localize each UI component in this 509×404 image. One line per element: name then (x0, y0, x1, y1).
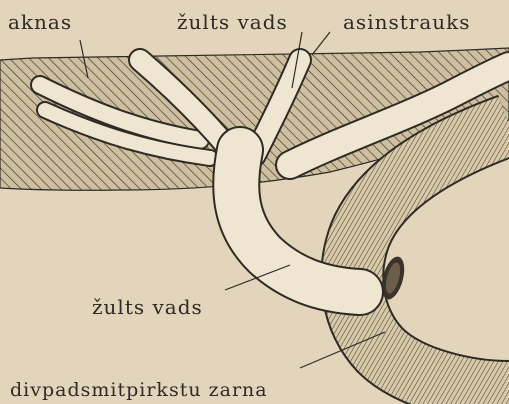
duodenum-shape (352, 125, 509, 392)
label-blood-vessel: asinstrauks (343, 12, 471, 32)
label-liver: aknas (8, 12, 72, 32)
label-duodenum: divpadsmitpirkstu zarna (10, 381, 268, 400)
label-bile-duct-top: žults vads (177, 12, 288, 32)
leader-vessel (312, 32, 330, 55)
label-bile-duct-bottom: žults vads (92, 297, 203, 317)
